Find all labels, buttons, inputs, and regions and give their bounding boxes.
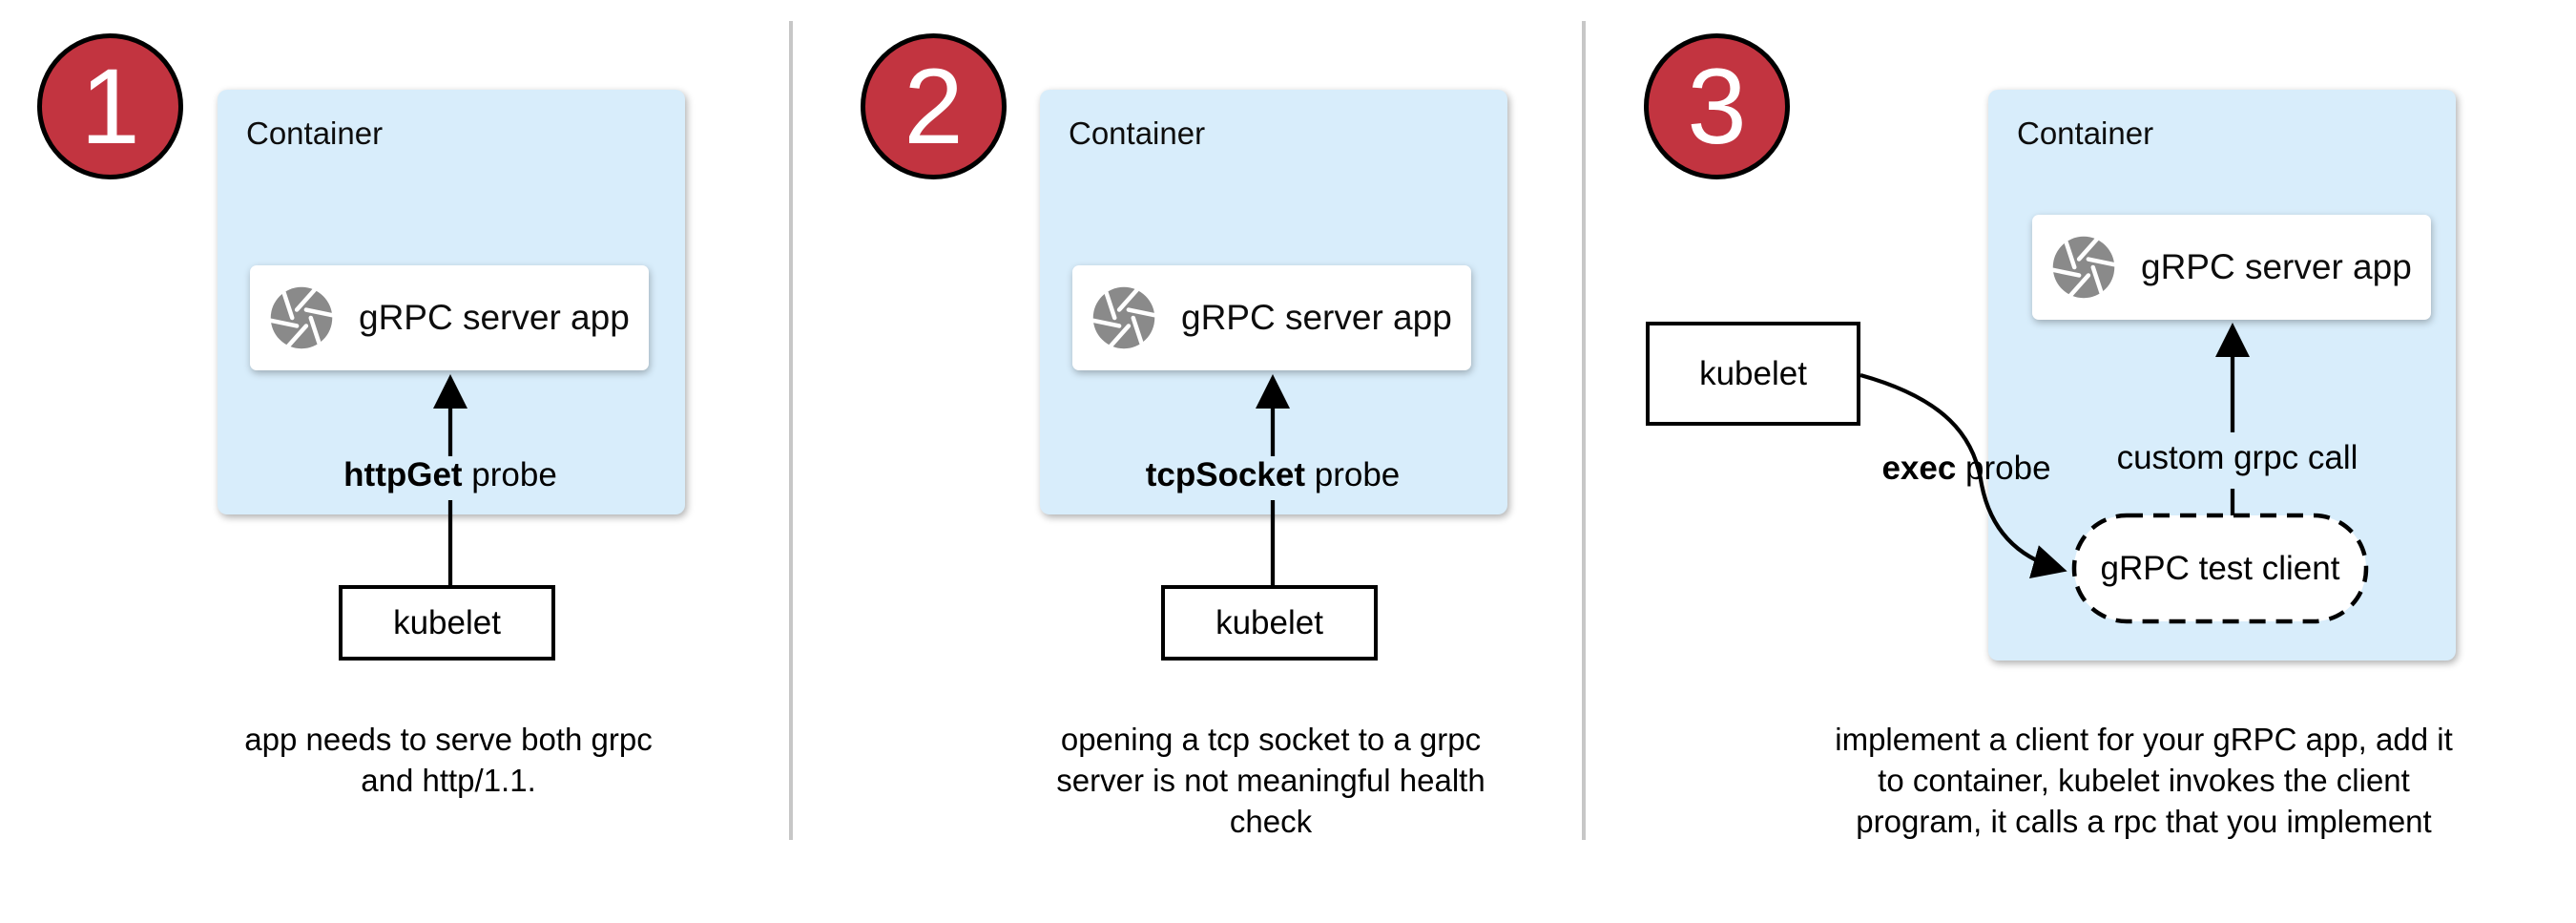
caption-line: app needs to serve both grpc (244, 722, 653, 757)
container-label-2: Container (1069, 115, 1206, 151)
probe-label-1: httpGet probe (343, 456, 557, 494)
probe-word: probe (1305, 456, 1401, 493)
caption-line: opening a tcp socket to a grpc (1060, 722, 1482, 757)
container-label-3: Container (2017, 115, 2154, 151)
aperture-icon (2050, 236, 2117, 299)
probe-word: probe (1956, 450, 2051, 487)
step-badge-3: 3 (1644, 33, 1790, 179)
grpc-server-app-box-3: gRPC server app (2032, 215, 2431, 320)
grpc-server-app-label: gRPC server app (1181, 298, 1452, 337)
caption-line: and http/1.1. (361, 763, 536, 798)
panel-divider-1 (789, 21, 793, 840)
step-number: 2 (904, 46, 964, 166)
kubelet-box-2: kubelet (1161, 585, 1378, 661)
caption-3: implement a client for your gRPC app, ad… (1835, 719, 2452, 842)
kubelet-label: kubelet (393, 603, 501, 641)
kubelet-box-1: kubelet (339, 585, 555, 661)
probe-label-2: tcpSocket probe (1146, 456, 1401, 494)
panel-divider-2 (1582, 21, 1586, 840)
caption-line: program, it calls a rpc that you impleme… (1856, 804, 2432, 839)
caption-line: server is not meaningful health (1056, 763, 1485, 798)
caption-2: opening a tcp socket to a grpc server is… (1056, 719, 1485, 842)
probe-type: tcpSocket (1145, 456, 1306, 493)
grpc-server-app-label: gRPC server app (359, 298, 630, 337)
step-badge-1: 1 (37, 33, 183, 179)
grpc-test-client-label: gRPC test client (2100, 550, 2340, 587)
caption-line: check (1229, 804, 1313, 839)
probe-word: probe (462, 456, 557, 493)
grpc-server-app-box-2: gRPC server app (1072, 265, 1471, 370)
caption-1: app needs to serve both grpc and http/1.… (244, 719, 652, 801)
step-number: 1 (80, 46, 140, 166)
probe-type: httpGet (343, 456, 463, 493)
aperture-icon (268, 286, 335, 349)
custom-grpc-call-label: custom grpc call (2116, 439, 2358, 476)
container-label-1: Container (246, 115, 384, 151)
probe-label-3: exec probe (1881, 450, 2050, 488)
kubelet-label: kubelet (1699, 354, 1807, 392)
aperture-icon (1091, 286, 1157, 349)
step-badge-2: 2 (861, 33, 1007, 179)
step-number: 3 (1687, 46, 1747, 166)
kubelet-box-3: kubelet (1646, 322, 1860, 426)
caption-line: to container, kubelet invokes the client (1878, 763, 2410, 798)
kubelet-label: kubelet (1215, 603, 1323, 641)
grpc-server-app-label: gRPC server app (2141, 247, 2412, 286)
caption-line: implement a client for your gRPC app, ad… (1835, 722, 2453, 757)
probe-type: exec (1881, 450, 1957, 487)
grpc-server-app-box-1: gRPC server app (250, 265, 649, 370)
